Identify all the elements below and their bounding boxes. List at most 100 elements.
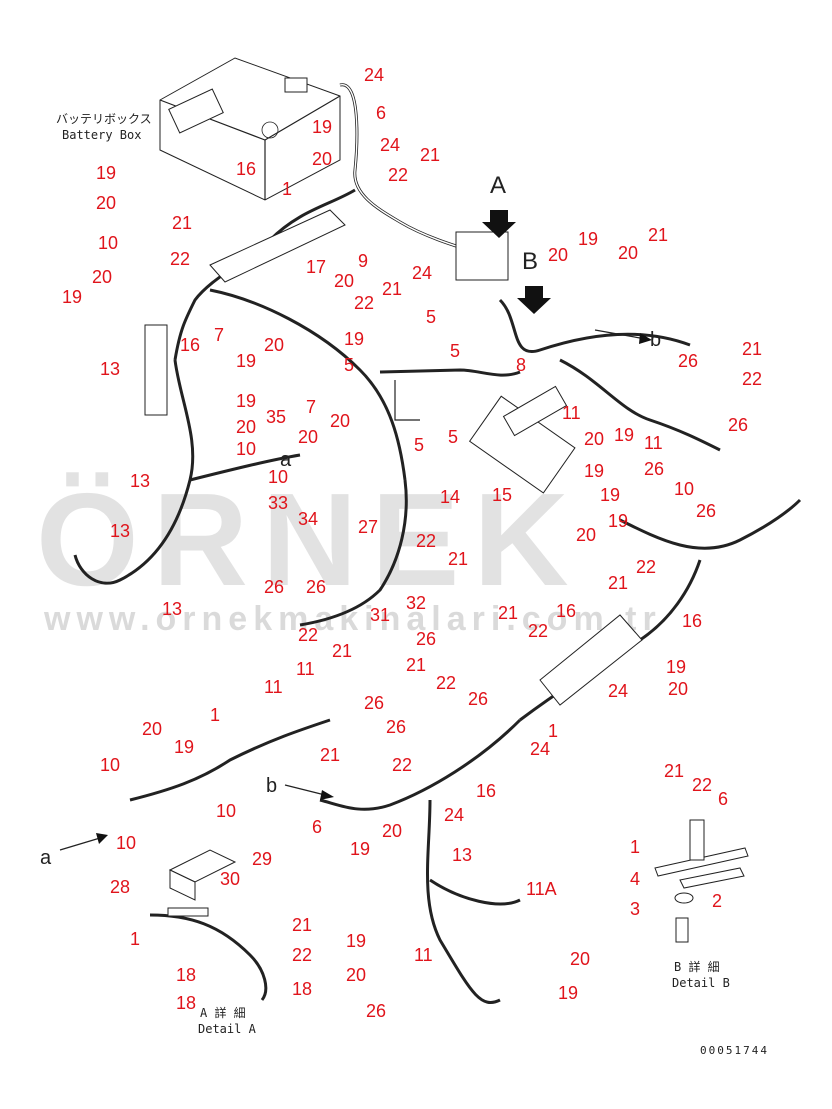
- callout: 13: [100, 359, 121, 379]
- view-letter-a: A: [490, 172, 507, 199]
- callout: 20: [96, 193, 117, 213]
- callout: 18: [292, 979, 313, 999]
- callout: 19: [666, 657, 687, 677]
- callout: 22: [416, 531, 437, 551]
- callout: 24: [608, 681, 629, 701]
- callout: 19: [96, 163, 117, 183]
- callout: 10: [268, 467, 289, 487]
- callout: 30: [220, 869, 241, 889]
- detail-b-drawing: [654, 819, 749, 943]
- callout: 21: [498, 603, 519, 623]
- callout: 21: [608, 573, 629, 593]
- callout: 11A: [526, 879, 557, 899]
- callout: 20: [668, 679, 689, 699]
- callout: 6: [718, 789, 729, 809]
- callout: 20: [618, 243, 639, 263]
- callout: 20: [92, 267, 113, 287]
- callout: 10: [674, 479, 695, 499]
- callout: 22: [692, 775, 713, 795]
- connector-letter-a-bottom: a: [40, 847, 52, 869]
- callout: 11: [644, 433, 663, 453]
- callout: 21: [292, 915, 313, 935]
- callout: 20: [382, 821, 403, 841]
- callout: 19: [346, 931, 367, 951]
- battery-box-label-en: Battery Box: [62, 128, 142, 142]
- callout: 10: [98, 233, 119, 253]
- arrow-a-down: [482, 210, 516, 238]
- callout: 20: [312, 149, 333, 169]
- callout: 13: [110, 521, 131, 541]
- callout: 22: [170, 249, 191, 269]
- callout: 21: [382, 279, 403, 299]
- callout: 20: [236, 417, 257, 437]
- view-letter-b: B: [522, 248, 539, 275]
- callout: 32: [406, 593, 427, 613]
- callout: 1: [130, 929, 141, 949]
- battery-box: [159, 57, 341, 201]
- callout: 1: [282, 179, 293, 199]
- callout: 27: [358, 517, 379, 537]
- battery-box-label-jp: バッテリボックス: [56, 112, 152, 126]
- callout: 3: [630, 899, 641, 919]
- callout: 26: [306, 577, 327, 597]
- callout: 24: [444, 805, 465, 825]
- callout: 22: [392, 755, 413, 775]
- callout: 20: [142, 719, 163, 739]
- callout: 31: [370, 605, 391, 625]
- callout: 4: [630, 869, 641, 889]
- callout: 11: [296, 659, 315, 679]
- callout: 11: [414, 945, 433, 965]
- callout: 33: [268, 493, 289, 513]
- callout: 19: [344, 329, 365, 349]
- callout: 16: [476, 781, 497, 801]
- callout: 11: [264, 677, 283, 697]
- callout: 10: [100, 755, 121, 775]
- callout: 19: [174, 737, 195, 757]
- callout: 19: [614, 425, 635, 445]
- watermark-url: www.ornekmakinalari.com.tr: [44, 600, 662, 638]
- callout: 10: [236, 439, 257, 459]
- callout: 6: [312, 817, 323, 837]
- callout: 19: [236, 391, 257, 411]
- callout: 13: [130, 471, 151, 491]
- detail-b-label-jp: B 詳 細: [674, 960, 720, 974]
- callout: 8: [516, 355, 527, 375]
- callout: 19: [600, 485, 621, 505]
- callout: 26: [416, 629, 437, 649]
- callout: 22: [388, 165, 409, 185]
- callout: 13: [452, 845, 473, 865]
- callout: 21: [332, 641, 353, 661]
- callout: 26: [468, 689, 489, 709]
- callout: 26: [364, 693, 385, 713]
- callout: 7: [214, 325, 225, 345]
- callout: 1: [210, 705, 221, 725]
- callout: 2: [712, 891, 723, 911]
- callout: 19: [578, 229, 599, 249]
- callout: 29: [252, 849, 273, 869]
- callout: 16: [556, 601, 577, 621]
- callout: 19: [62, 287, 83, 307]
- connector-letter-b-bottom: b: [266, 775, 278, 797]
- callout: 9: [358, 251, 369, 271]
- callout: 14: [440, 487, 461, 507]
- callout: 28: [110, 877, 131, 897]
- callout: 7: [306, 397, 317, 417]
- callout: 6: [376, 103, 387, 123]
- callout: 20: [570, 949, 591, 969]
- callout: 26: [696, 501, 717, 521]
- callout: 35: [266, 407, 287, 427]
- callout: 16: [682, 611, 703, 631]
- callout: 5: [414, 435, 425, 455]
- callout: 20: [548, 245, 569, 265]
- callout: 26: [644, 459, 665, 479]
- detail-a-drawing: [149, 849, 268, 1001]
- callout: 16: [180, 335, 201, 355]
- connector-letter-b-right: b: [650, 329, 662, 351]
- callout: 22: [354, 293, 375, 313]
- callout: 5: [448, 427, 459, 447]
- callout: 26: [728, 415, 749, 435]
- callout: 22: [528, 621, 549, 641]
- callout: 20: [584, 429, 605, 449]
- document-number: 00051744: [700, 1044, 769, 1057]
- callout: 20: [346, 965, 367, 985]
